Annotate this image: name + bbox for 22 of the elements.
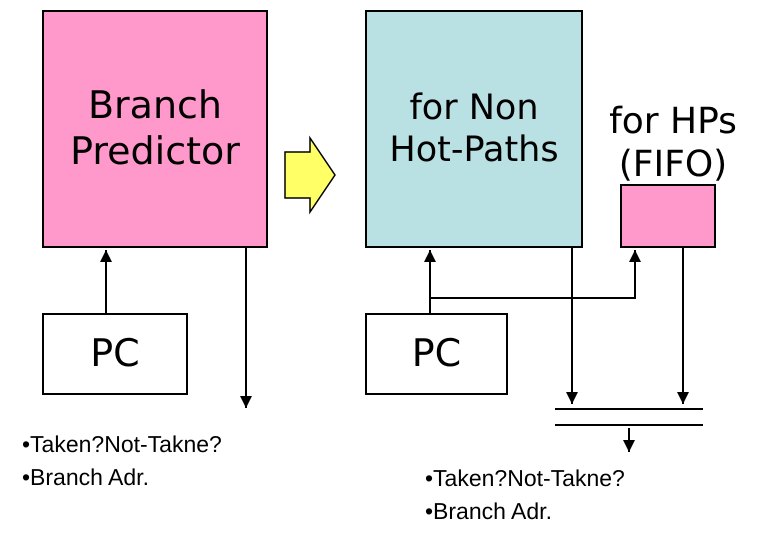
pc-box (365, 313, 508, 395)
box-label: for Non Hot-Paths (388, 87, 560, 171)
arrow (424, 250, 436, 313)
arrow (623, 428, 635, 452)
arrow (100, 250, 112, 313)
arrow (566, 248, 578, 404)
predictor-box (365, 10, 583, 248)
arrow (240, 248, 252, 408)
box-label: PC (412, 331, 462, 377)
block-arrow (284, 136, 336, 214)
predictor-box (42, 10, 268, 248)
output-item: •Branch Adr. (425, 497, 553, 526)
arrow (430, 250, 641, 299)
box-label: for HPs (FIFO) (608, 100, 738, 186)
output-item: •Taken?Not-Takne? (425, 464, 626, 493)
box-label: PC (90, 331, 140, 377)
merge-bar (555, 406, 703, 428)
pc-box (42, 313, 188, 395)
arrow (677, 248, 689, 404)
output-item: •Branch Adr. (22, 463, 150, 492)
box-label: Branch Predictor (69, 83, 241, 175)
output-item: •Taken?Not-Takne? (22, 430, 223, 459)
